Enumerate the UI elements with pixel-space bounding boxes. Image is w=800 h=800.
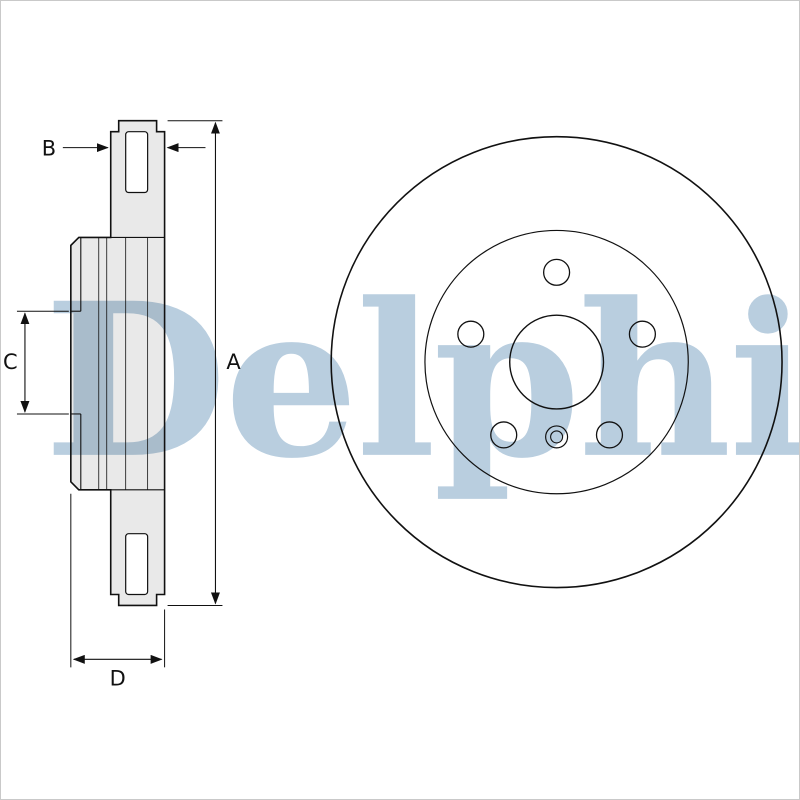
dim-label-d: D [110, 666, 126, 690]
bolt-hole-top [542, 258, 571, 286]
vent-slot-bottom [125, 533, 149, 596]
bolt-hole-upper-right [628, 320, 657, 348]
vent-slot-top [125, 131, 149, 194]
bolt-hole-upper-left [457, 320, 485, 348]
dimension-b: B [42, 137, 206, 161]
section-view [70, 119, 166, 607]
hub-circle [424, 229, 689, 495]
front-view [330, 135, 783, 589]
bolt-hole-lower-right [595, 421, 624, 449]
dim-label-a: A [226, 350, 241, 374]
dim-label-c: C [3, 350, 18, 374]
bolt-hole-lower-left [490, 421, 518, 449]
dimension-d: D [70, 493, 166, 690]
set-screw-hole-outer [545, 425, 569, 449]
dim-label-b: B [42, 137, 56, 161]
dimension-a: A [167, 120, 241, 606]
delphi-watermark: Delphi [44, 256, 799, 505]
center-bore [509, 314, 605, 410]
disc-section-outline [70, 119, 166, 607]
set-screw-hole-inner [550, 430, 564, 444]
outer-circle [330, 135, 783, 589]
dimension-c: C [3, 310, 69, 415]
